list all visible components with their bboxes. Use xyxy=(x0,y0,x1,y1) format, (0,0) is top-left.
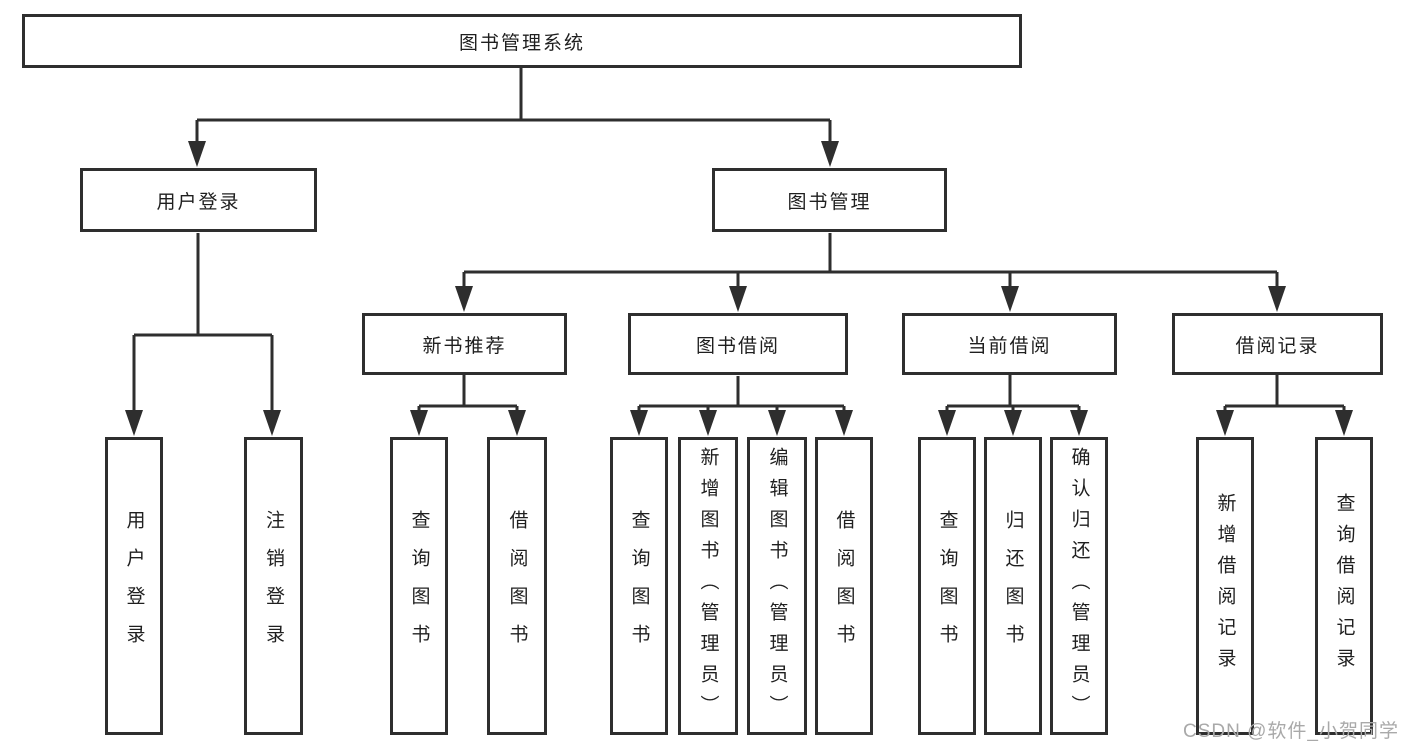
leaf-query-book-current-label: 查询图书 xyxy=(936,510,958,662)
leaf-query-book-borrow: 查询图书 xyxy=(610,437,668,735)
node-current-borrow: 当前借阅 xyxy=(902,313,1117,375)
node-user-login: 用户登录 xyxy=(80,168,317,232)
node-book-management-label: 图书管理 xyxy=(787,191,872,213)
leaf-confirm-return-admin: 确认归还（管理员） xyxy=(1050,437,1108,735)
node-borrow-records: 借阅记录 xyxy=(1172,313,1383,375)
leaf-query-borrow-record-label: 查询借阅记录 xyxy=(1333,493,1355,679)
node-root: 图书管理系统 xyxy=(22,14,1022,68)
leaf-edit-book-admin: 编辑图书（管理员） xyxy=(747,437,807,735)
leaf-query-book-current: 查询图书 xyxy=(918,437,976,735)
node-root-label: 图书管理系统 xyxy=(458,32,585,54)
leaf-return-book-label: 归还图书 xyxy=(1002,510,1024,662)
node-user-login-label: 用户登录 xyxy=(156,191,241,213)
node-book-management: 图书管理 xyxy=(712,168,947,232)
leaf-query-book-recommend: 查询图书 xyxy=(390,437,448,735)
csdn-watermark: CSDN @软件_小贺同学 xyxy=(1183,721,1399,742)
leaf-add-borrow-record-label: 新增借阅记录 xyxy=(1214,493,1236,679)
leaf-borrow-book: 借阅图书 xyxy=(815,437,873,735)
node-current-borrow-label: 当前借阅 xyxy=(967,335,1052,357)
leaf-logout-label: 注销登录 xyxy=(263,510,284,662)
leaf-query-borrow-record: 查询借阅记录 xyxy=(1315,437,1373,735)
leaf-query-book-borrow-label: 查询图书 xyxy=(628,510,650,662)
leaf-confirm-return-admin-label: 确认归还（管理员） xyxy=(1068,446,1090,726)
leaf-user-login-label: 用户登录 xyxy=(123,510,145,662)
leaf-edit-book-admin-label: 编辑图书（管理员） xyxy=(766,446,788,726)
node-new-book-recommend-label: 新书推荐 xyxy=(422,335,507,357)
leaf-user-login: 用户登录 xyxy=(105,437,163,735)
node-book-borrow-label: 图书借阅 xyxy=(695,335,780,357)
node-new-book-recommend: 新书推荐 xyxy=(362,313,567,375)
leaf-return-book: 归还图书 xyxy=(984,437,1042,735)
node-book-borrow: 图书借阅 xyxy=(628,313,848,375)
leaf-logout: 注销登录 xyxy=(244,437,303,735)
leaf-borrow-book-recommend: 借阅图书 xyxy=(487,437,547,735)
leaf-add-borrow-record: 新增借阅记录 xyxy=(1196,437,1254,735)
leaf-borrow-book-label: 借阅图书 xyxy=(833,510,855,662)
leaf-query-book-recommend-label: 查询图书 xyxy=(408,510,430,662)
node-borrow-records-label: 借阅记录 xyxy=(1235,335,1320,357)
leaf-borrow-book-recommend-label: 借阅图书 xyxy=(506,510,528,662)
leaf-add-book-admin: 新增图书（管理员） xyxy=(678,437,738,735)
leaf-add-book-admin-label: 新增图书（管理员） xyxy=(697,446,719,726)
